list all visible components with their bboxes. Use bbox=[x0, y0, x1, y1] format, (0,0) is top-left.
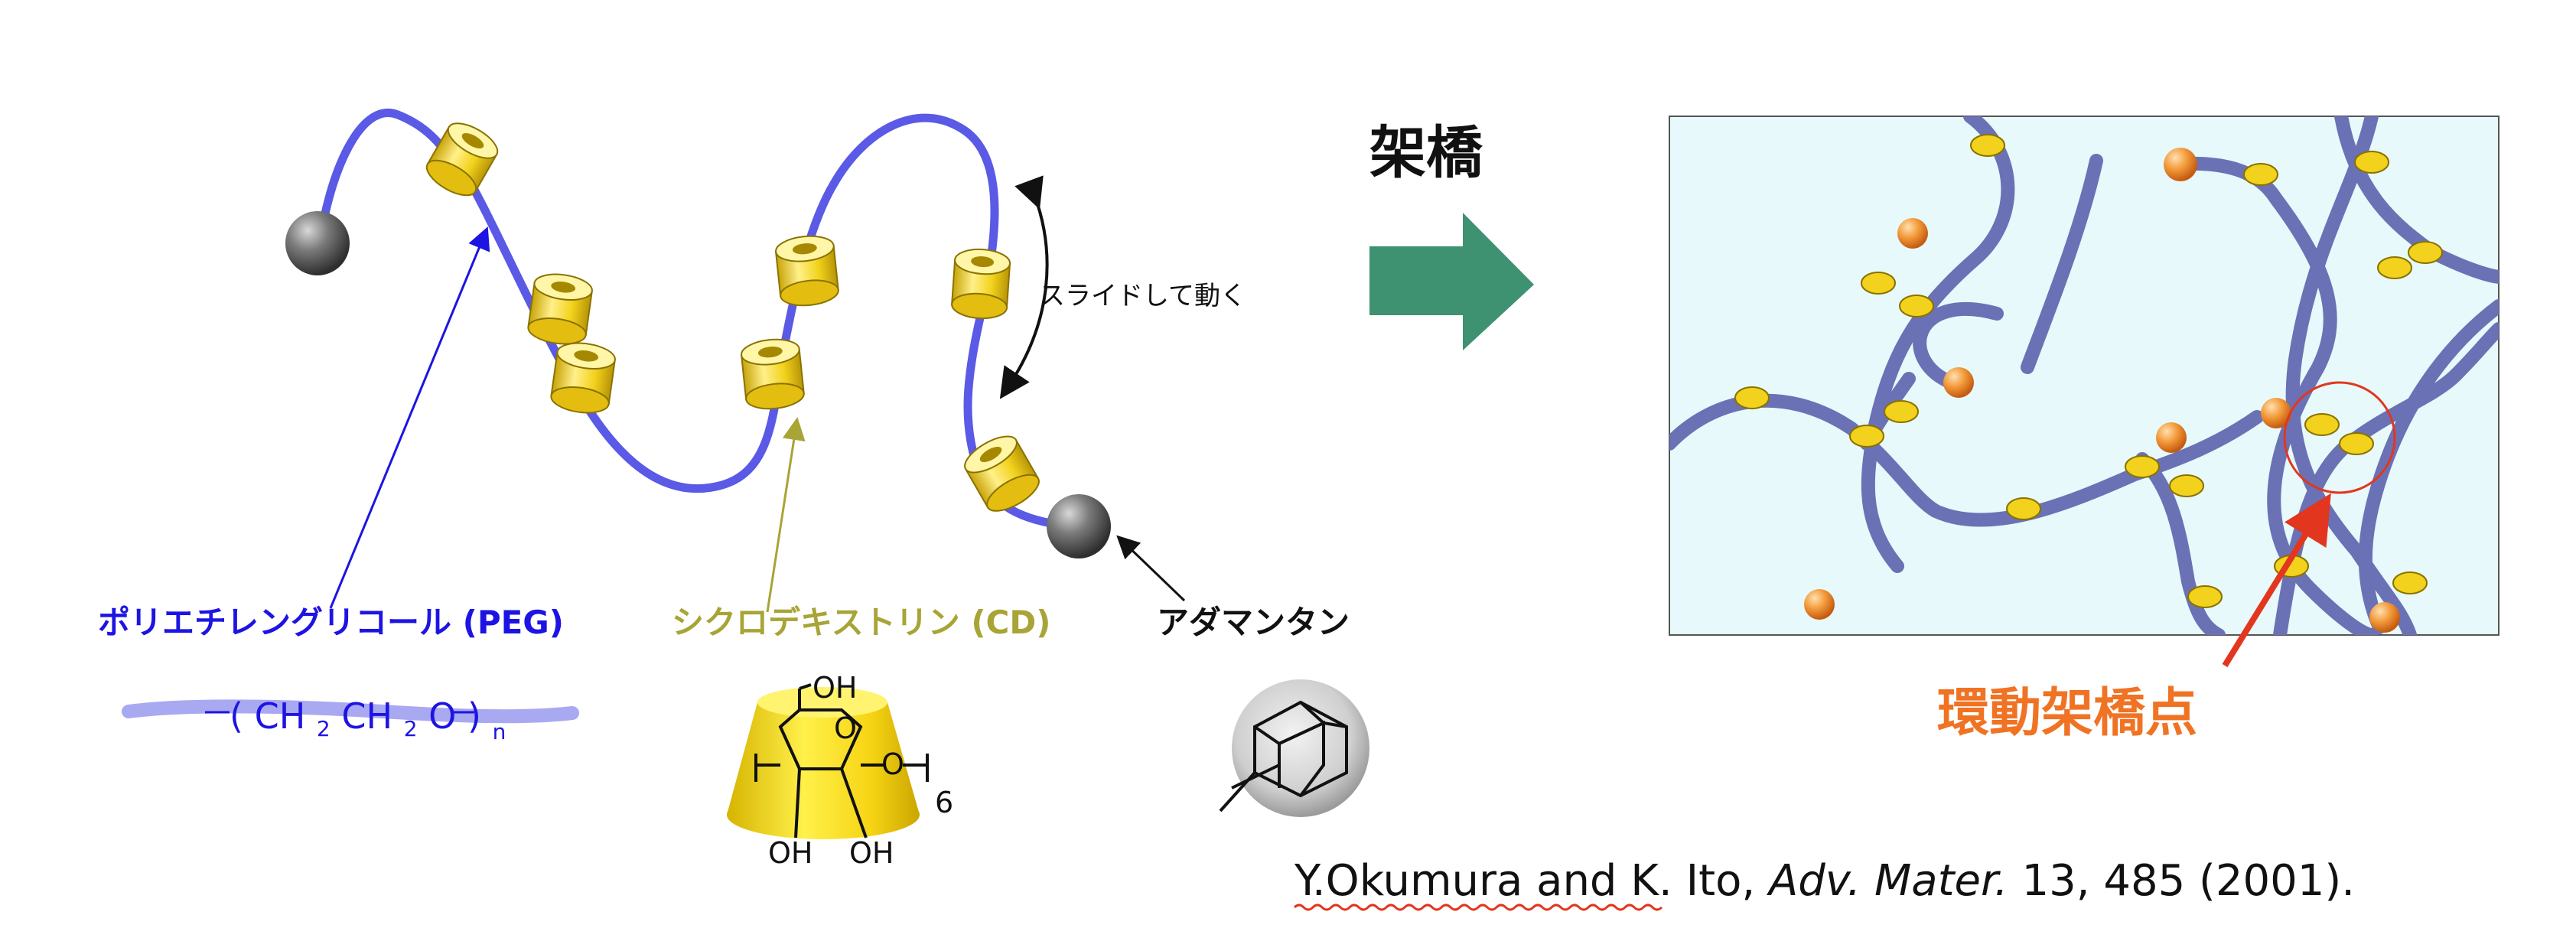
crosslink-heading: 架橋 bbox=[1369, 120, 1483, 186]
peg-label: ポリエチレングリコール (PEG) bbox=[98, 604, 564, 641]
svg-text:( CH 2 CH: ( CH 2 CH 2 O ) n bbox=[230, 695, 506, 744]
svg-text:OH: OH bbox=[813, 671, 857, 705]
svg-text:6: 6 bbox=[935, 786, 953, 819]
crosslink-arrow bbox=[1369, 213, 1534, 350]
adamantane-label: アダマンタン bbox=[1157, 604, 1350, 641]
cd-ring bbox=[550, 342, 616, 414]
peg-formula: ( CH 2 CH 2 O ) n bbox=[122, 695, 579, 744]
slide-double-arrow bbox=[999, 175, 1049, 399]
adamantane-pointer-arrow bbox=[1116, 535, 1186, 602]
svg-text:OH: OH bbox=[768, 836, 813, 870]
slide-label: スライドして動く bbox=[1039, 281, 1246, 311]
cd-ring bbox=[951, 248, 1011, 320]
adamantane-structure bbox=[1219, 679, 1369, 817]
cd-ring bbox=[740, 338, 805, 410]
cd-ring bbox=[425, 122, 499, 197]
polyrotaxane-illustration bbox=[285, 109, 1186, 613]
svg-text:OH: OH bbox=[849, 836, 894, 870]
slide-ring-point-label: 環動架橋点 bbox=[1937, 683, 2197, 744]
cd-label: シクロデキストリン (CD) bbox=[672, 604, 1050, 641]
peg-pointer-arrow bbox=[329, 226, 490, 609]
citation-details: 13, 485 (2001). bbox=[2008, 856, 2355, 906]
svg-text:O: O bbox=[834, 711, 857, 745]
citation: Y.Okumura and K. Ito, Adv. Mater. 13, 48… bbox=[1293, 856, 2355, 911]
citation-journal: Adv. Mater. bbox=[1767, 856, 2008, 906]
cd-ring bbox=[774, 235, 839, 307]
slide-ring-highlight-circle bbox=[2283, 381, 2396, 494]
slide-ring-pointer-arrow bbox=[2222, 493, 2331, 668]
cd-pointer-arrow bbox=[766, 417, 806, 613]
cd-ring bbox=[964, 435, 1040, 512]
citation-authors: Y.Okumura and K. Ito, bbox=[1294, 856, 1769, 906]
slide-ring-network bbox=[1669, 116, 2499, 668]
cd-structure: OH O O 6 OH OH bbox=[727, 671, 953, 870]
network-beads bbox=[1804, 148, 2400, 633]
cd-ring bbox=[527, 273, 593, 345]
stopper-ball-left bbox=[285, 211, 350, 275]
svg-text:O: O bbox=[881, 747, 904, 781]
stopper-ball-right bbox=[1047, 494, 1111, 558]
svg-text:Y.Okumura and K. Ito, Adv. Mat: Y.Okumura and K. Ito, Adv. Mater. 13, 48… bbox=[1294, 856, 2355, 906]
